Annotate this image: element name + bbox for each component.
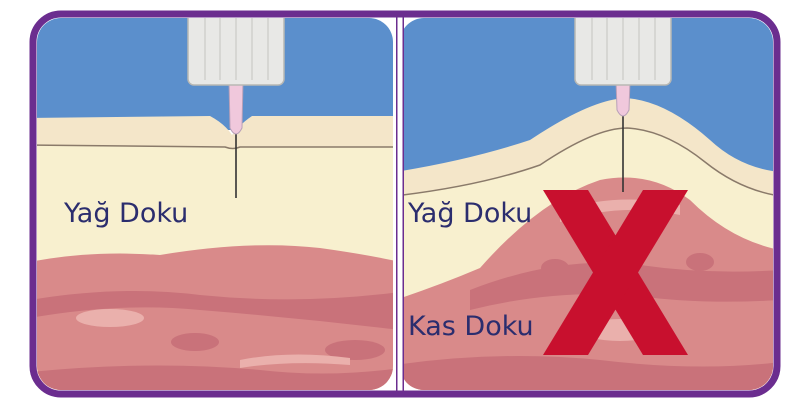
needle-hub (229, 80, 243, 134)
muscle-cell (686, 253, 714, 271)
muscle-cell (708, 369, 768, 387)
muscle-cell (541, 259, 569, 277)
muscle-cell (171, 333, 219, 351)
right-fat-tissue-label: Yağ Doku (408, 200, 532, 227)
left-fat-tissue-label: Yağ Doku (64, 200, 188, 227)
muscle-cell (76, 309, 144, 327)
right-muscle-tissue-label: Kas Doku (408, 313, 534, 340)
